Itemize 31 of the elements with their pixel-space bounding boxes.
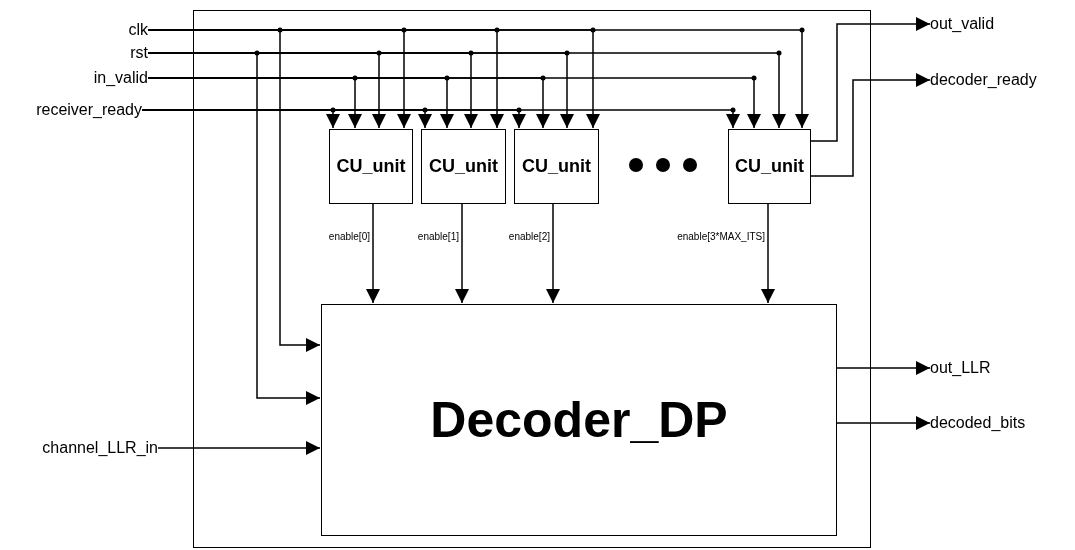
signal-label: decoded_bits [930,414,1060,432]
signal-label: decoder_ready [930,71,1070,89]
unit-box: CU_unit [421,129,506,204]
signal-label: out_valid [930,15,1050,33]
edge-label: enable[2] [508,232,550,242]
connector-arrow [147,29,321,352]
connector-arrow [546,202,560,304]
unit-box: CU_unit [329,129,413,204]
signal-label: receiver_ready [5,101,142,119]
edge-label: enable[1] [417,232,459,242]
unit-box: CU_unit [514,129,599,204]
signal-label: out_LLR [930,359,1050,377]
connector-arrow [835,416,931,430]
edge-label: enable[0] [328,232,370,242]
connector-arrow [157,441,321,455]
connector-arrow [147,52,321,405]
module-boundary [193,10,871,548]
datapath-box: Decoder_DP [321,304,837,536]
signal-label: in_valid [40,69,148,87]
edge-label: enable[3*MAX_ITS] [677,232,765,242]
connector-arrow [455,202,469,304]
signal-label: channel_LLR_in [8,439,158,457]
connector-arrow [366,202,380,304]
signal-label: clk [60,21,148,39]
connector-arrow [809,73,931,177]
signal-label: rst [60,44,148,62]
connector-arrow [147,77,761,129]
connector-arrow [809,17,931,142]
unit-box: CU_unit [728,129,811,204]
connector-arrow [761,202,775,304]
connector-arrow [835,361,931,375]
